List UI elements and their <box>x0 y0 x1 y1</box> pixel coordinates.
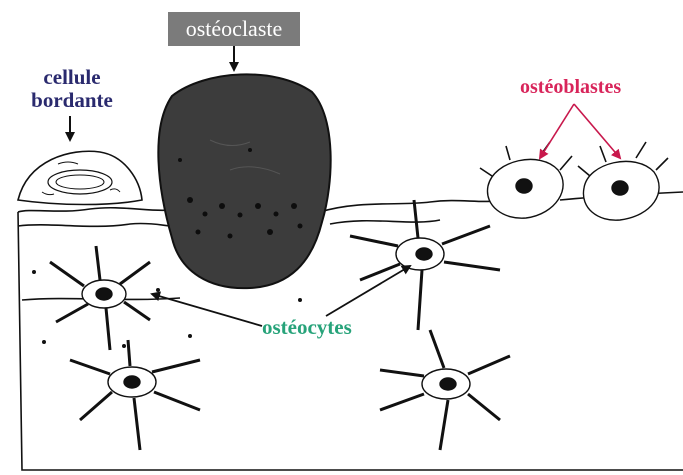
lining-cell <box>18 151 142 204</box>
osteocyte-cell <box>70 340 200 450</box>
osteoblast-cell <box>480 142 572 218</box>
cellule-bordante-label: cellule bordante <box>16 66 128 112</box>
arrow-osteoblaste-left <box>540 104 574 158</box>
arrow-osteoblaste-right <box>574 104 620 158</box>
osteoclast-cell <box>158 74 330 288</box>
osteoclaste-label: ostéoclaste <box>168 12 300 46</box>
cellule-bordante-label-line1: cellule <box>16 66 128 89</box>
arrow-osteocyte-right <box>326 266 410 316</box>
osteoblastes-label: ostéoblastes <box>520 76 621 99</box>
cellule-bordante-label-line2: bordante <box>16 89 128 112</box>
osteocyte-cell <box>350 200 500 330</box>
arrow-osteocyte-left <box>152 294 262 326</box>
osteoblast-cell <box>578 142 668 220</box>
osteocytes-label: ostéocytes <box>262 315 352 340</box>
osteocyte-cell <box>380 330 510 450</box>
